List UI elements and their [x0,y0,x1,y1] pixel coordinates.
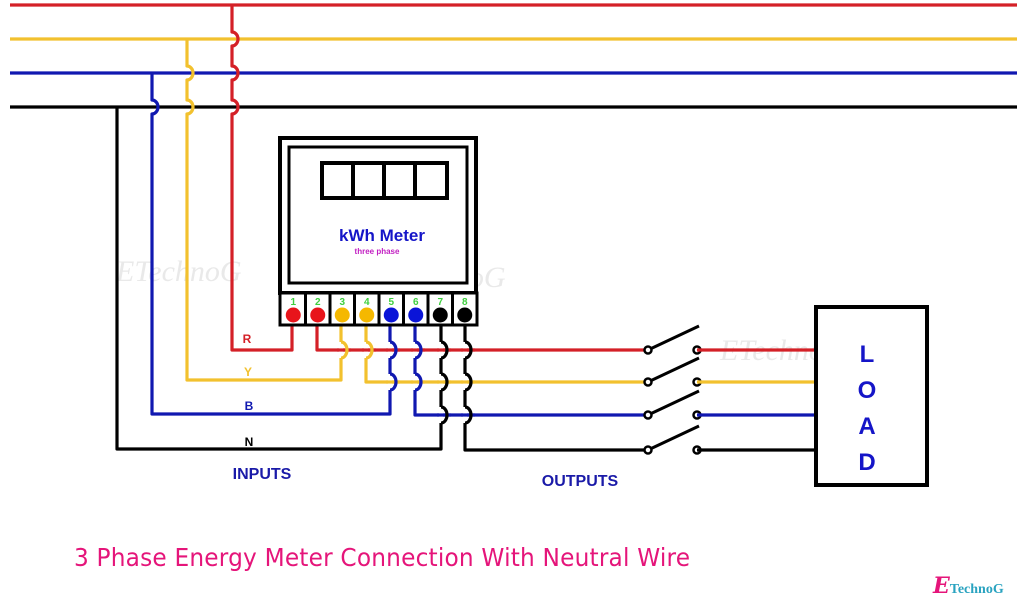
phase-label-r: R [243,332,252,346]
switch-blade [647,389,700,417]
load-letter: O [858,377,877,404]
output-wire-y [364,318,648,384]
phase-label-b: B [245,399,254,413]
isolator-switches [643,324,702,455]
terminal-screw [383,307,399,323]
terminal-screw [359,307,375,323]
terminal-screw [432,307,448,323]
terminal-number: 4 [364,297,370,308]
terminal-number: 2 [315,297,321,308]
switch-blade [647,356,700,384]
terminal-number: 7 [437,297,443,308]
inputs-label: INPUTS [233,466,292,483]
load-box: L O A D [697,305,929,487]
switch-contact [643,377,653,387]
meter-label: kWh Meter [339,226,425,245]
watermark: ETechnoG [115,255,242,288]
crossover-hop [440,372,449,392]
brand-name: TechnoG [949,582,1004,597]
terminal-screw [310,307,326,323]
switch-contact [643,410,653,420]
crossover-hop [414,340,423,360]
load-rect [814,305,929,487]
load-letter: D [858,449,875,476]
phase-label-n: N [245,435,254,449]
terminal-number: 5 [388,297,394,308]
crossover-hop [414,372,423,392]
crossover-hop [365,340,374,360]
energy-meter: kWh Meter three phase [278,136,478,295]
switch-contact [643,345,653,355]
terminal-number: 1 [290,297,296,308]
terminal-strip: 1 2 3 4 5 6 7 8 [278,291,479,327]
terminal-number: 6 [413,297,419,308]
crossover-hop [389,372,398,392]
switch-contact [643,445,653,455]
terminal-screw [285,307,301,323]
crossover-hop [464,340,473,360]
meter-sublabel: three phase [355,247,400,256]
output-wire-n [463,318,648,452]
terminal-screw [457,307,473,323]
crossover-hop [440,340,449,360]
crossover-hop [340,340,349,360]
output-wires [315,318,648,452]
load-letter: A [858,413,875,440]
outputs-label: OUTPUTS [542,473,619,490]
crossover-hops [337,340,475,425]
output-wire-b [413,318,648,417]
output-wire-r [315,318,648,352]
crossover-hop [389,340,398,360]
crossover-hop [464,405,473,425]
phase-label-y: Y [244,365,252,379]
terminal-number: 3 [339,297,345,308]
crossover-hop [464,372,473,392]
supply-bus [10,3,1017,109]
switch-blade [647,424,700,452]
input-wire-y [185,39,343,382]
brand-initial: E [933,573,950,599]
input-wire-b [150,73,392,416]
crossover-hop [440,405,449,425]
terminal-number: 8 [462,297,468,308]
terminal-screw [408,307,424,323]
switch-blade [647,324,700,352]
input-wire-r [230,5,294,352]
load-letter: L [860,341,875,368]
brand-logo: ETechnoG [933,573,1004,599]
terminal-screw [334,307,350,323]
diagram-title: 3 Phase Energy Meter Connection With Neu… [74,543,691,572]
